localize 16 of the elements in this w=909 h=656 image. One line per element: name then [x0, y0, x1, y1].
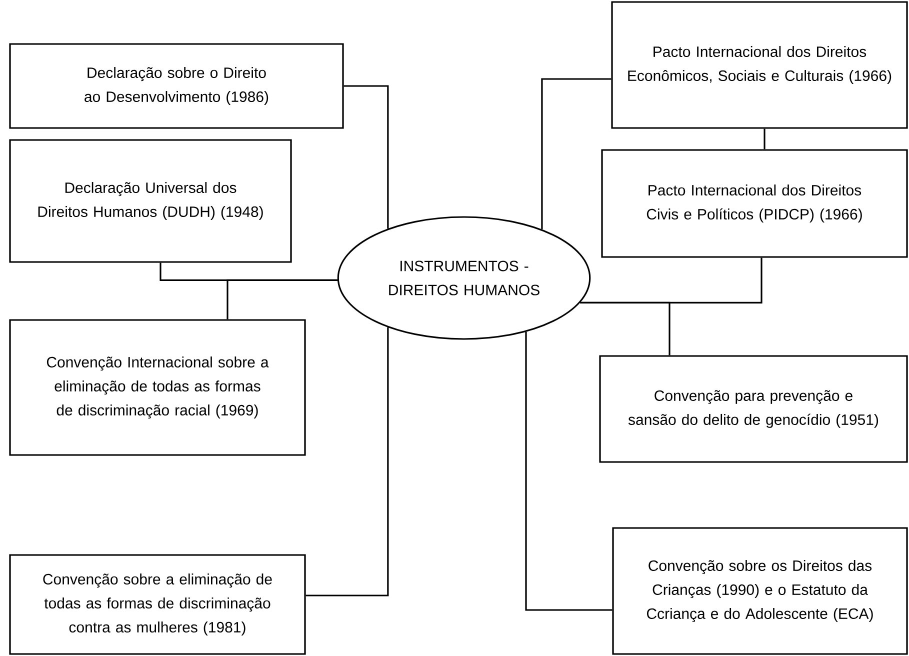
text-box: Convenção sobre os Direitos das Crianças (1990) e o Estatuto da Ccriança e do Adolescente (ECA): [612, 527, 908, 655]
connector-line: [580, 302, 670, 356]
text-box: Convenção Internacional sobre a eliminação de todas as formas de discriminação racial (1969): [9, 319, 306, 456]
text-box: Declaração sobre o Direito ao Desenvolvimento (1986): [9, 43, 344, 129]
ellipse-node: INSTRUMENTOS - DIREITOS HUMANOS: [337, 216, 591, 340]
text-box: Pacto Internacional dos Direitos Civis e Políticos (PIDCP) (1966): [601, 149, 908, 258]
connector-line: [226, 279, 338, 320]
connector-line: [344, 85, 389, 229]
connector-line: [764, 128, 766, 150]
connector-line: [525, 332, 612, 611]
connector-line: [541, 78, 612, 230]
text-box: Convenção para prevenção e sansão do delito de genocídio (1951): [599, 355, 908, 463]
connector-line: [306, 327, 389, 596]
text-box: Pacto Internacional dos Direitos Econômicos, Sociais e Culturais (1966): [611, 1, 908, 129]
text-box: Convenção sobre a eliminação de todas as formas de discriminação contra as mulheres (1981): [9, 554, 306, 655]
text-box: Declaração Universal dos Direitos Humanos (DUDH) (1948): [9, 139, 292, 263]
